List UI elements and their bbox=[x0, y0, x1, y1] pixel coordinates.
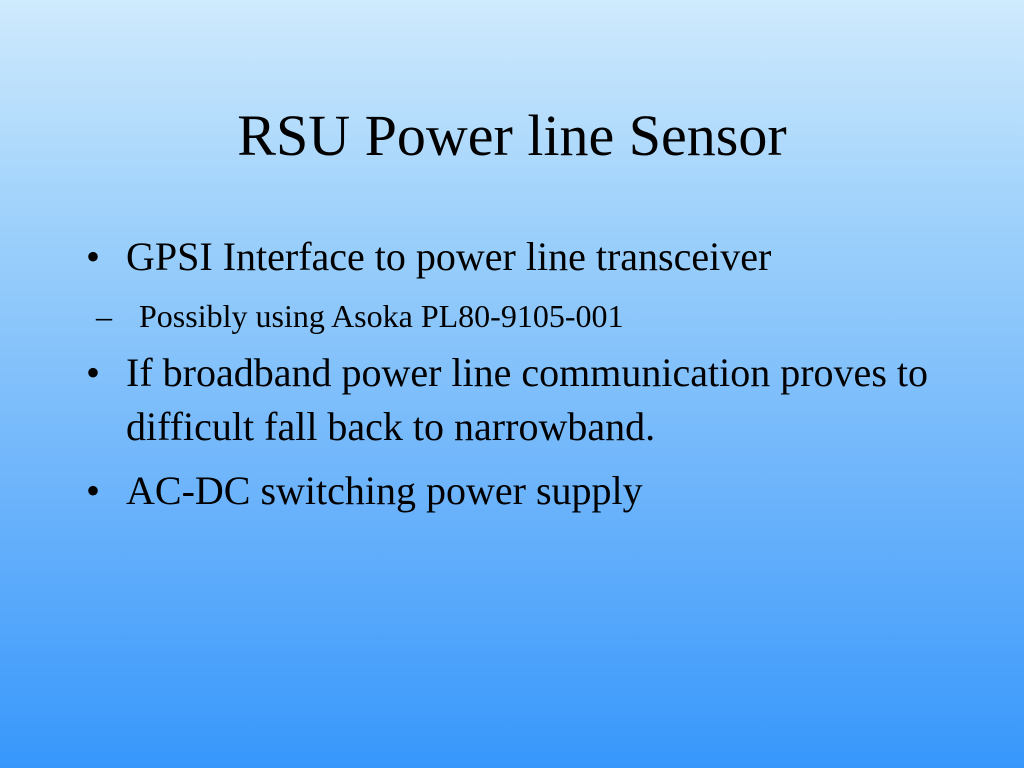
bullet-marker: • bbox=[86, 234, 101, 279]
bullet-text: AC-DC switching power supply bbox=[126, 468, 643, 513]
bullet-item: • AC-DC switching power supply bbox=[86, 464, 986, 518]
bullet-text: GPSI Interface to power line transceiver bbox=[126, 234, 772, 279]
slide-title: RSU Power line Sensor bbox=[237, 103, 787, 168]
sub-bullet-marker: – bbox=[96, 298, 112, 334]
bullet-marker: • bbox=[86, 350, 101, 395]
bullet-item: • If broadband power line communication … bbox=[86, 346, 986, 454]
bullet-marker: • bbox=[86, 468, 101, 513]
bullet-text: If broadband power line communication pr… bbox=[126, 350, 928, 449]
sub-bullet-text: Possibly using Asoka PL80-9105-001 bbox=[139, 298, 624, 334]
sub-bullet-list: – Possibly using Asoka PL80-9105-001 bbox=[86, 294, 986, 338]
bullet-list: • GPSI Interface to power line transceiv… bbox=[86, 230, 986, 528]
bullet-item: • GPSI Interface to power line transceiv… bbox=[86, 230, 986, 284]
sub-bullet-item: – Possibly using Asoka PL80-9105-001 bbox=[96, 294, 986, 338]
